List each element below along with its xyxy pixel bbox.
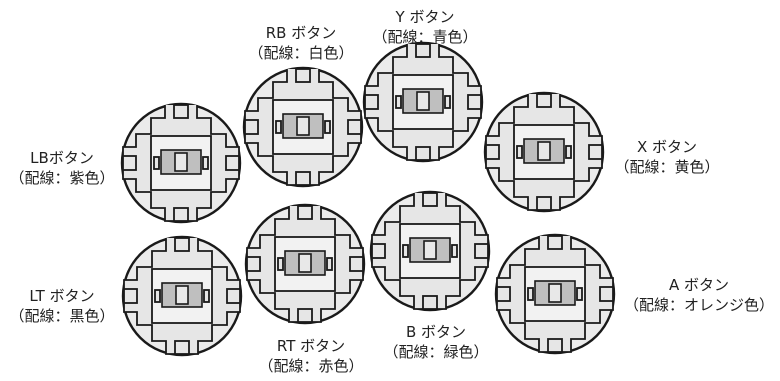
a-button-wiring: （配線：オレンジ色） [623,296,774,314]
lb-button-wiring: （配線：紫色） [9,169,115,187]
rb-button-switch [242,66,364,188]
lb-button-switch [120,102,242,224]
y-button-label: Y ボタン （配線：青色） [360,7,490,47]
lt-button-switch [121,235,243,357]
b-button-wiring: （配線：緑色） [383,343,489,361]
rt-button-wiring: （配線：赤色） [258,357,364,375]
b-button-name: B ボタン [405,323,467,341]
lb-button-label: LBボタン （配線：紫色） [0,148,124,188]
y-button-switch [362,41,484,163]
a-button-name: A ボタン [668,276,730,294]
y-button-name: Y ボタン [395,8,455,26]
rb-button-wiring: （配線：白色） [248,44,354,62]
rt-button-name: RT ボタン [276,337,346,355]
rt-button-switch [244,203,366,325]
lt-button-label: LT ボタン （配線：黒色） [0,286,124,326]
lt-button-wiring: （配線：黒色） [9,307,115,325]
b-button-switch [369,190,491,312]
a-button-switch [494,233,616,355]
rb-button-name: RB ボタン [265,24,337,42]
lt-button-name: LT ボタン [29,287,95,305]
a-button-label: A ボタン （配線：オレンジ色） [620,275,778,315]
x-button-wiring: （配線：黄色） [614,158,720,176]
b-button-label: B ボタン （配線：緑色） [371,322,501,362]
x-button-label: X ボタン （配線：黄色） [602,137,732,177]
x-button-switch [483,91,605,213]
rt-button-label: RT ボタン （配線：赤色） [246,336,376,376]
lb-button-name: LBボタン [30,149,94,167]
rb-button-label: RB ボタン （配線：白色） [236,23,366,63]
y-button-wiring: （配線：青色） [372,28,478,46]
x-button-name: X ボタン [636,138,698,156]
